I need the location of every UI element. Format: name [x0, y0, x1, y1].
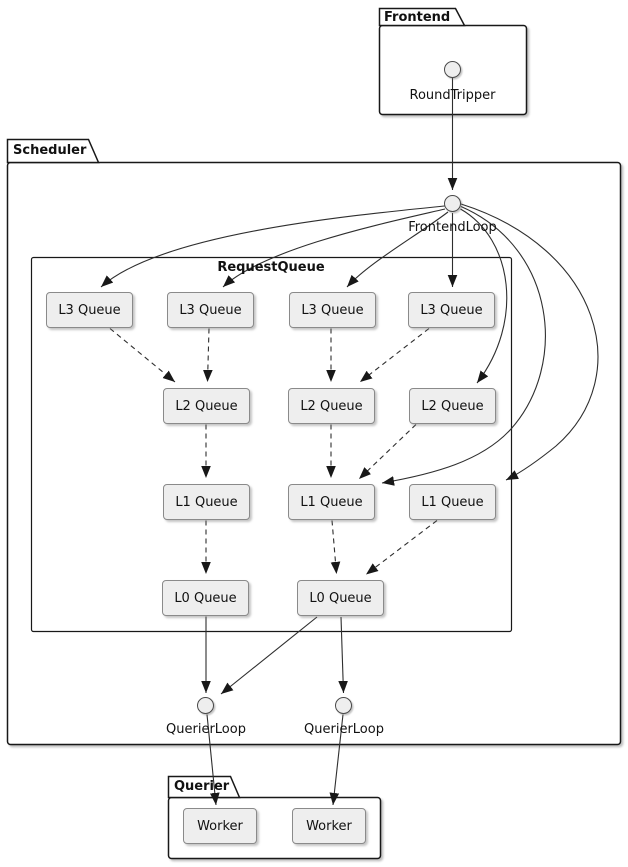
edge-l1-queue-3-to-l0-queue-2: [365, 520, 438, 575]
worker-2-node: Worker: [292, 808, 366, 844]
l2-queue-3-node: L2 Queue: [409, 388, 496, 424]
l1-queue-3-node: L1 Queue: [409, 484, 496, 520]
edge-l2-queue-3-to-l1-queue-2: [358, 424, 417, 480]
querierloop-1-circle-icon: [197, 697, 214, 714]
l3-queue-1-node: L3 Queue: [46, 292, 133, 328]
l2-queue-2-node: L2 Queue: [288, 388, 375, 424]
querierloop-2-label: QuerierLoop: [304, 722, 384, 737]
edge-frontendloop-to-l3-queue-3: [346, 211, 449, 288]
l2-queue-1-node: L2 Queue: [163, 388, 250, 424]
frontend-package-tab: [378, 7, 466, 27]
edge-l0-queue-2-to-querierloop-2: [338, 616, 348, 694]
querierloop-2-circle-icon: [335, 697, 352, 714]
edge-frontendloop-to-l1-queue-3: [460, 203, 599, 481]
request-queue-container-outline: [30, 256, 513, 633]
scheduler-package-tab: [6, 138, 100, 164]
l1-queue-1-node: L1 Queue: [163, 484, 250, 520]
edge-querierloop-2-to-worker-2: [329, 714, 344, 806]
edge-querierloop-1-to-worker-1: [206, 714, 220, 806]
l0-queue-2-node: L0 Queue: [297, 580, 384, 616]
edge-frontendloop-to-l2-queue-3: [460, 208, 508, 384]
querierloop-1-label: QuerierLoop: [166, 722, 246, 737]
worker-1-node: Worker: [183, 808, 257, 844]
edge-frontendloop-to-l1-queue-2: [381, 205, 546, 486]
roundtripper-label: RoundTripper: [409, 88, 496, 103]
frontend-package-title: Frontend: [384, 10, 451, 25]
frontendloop-label: FrontendLoop: [408, 220, 497, 235]
l1-queue-2-node: L1 Queue: [288, 484, 375, 520]
edge-l3-queue-4-to-l2-queue-2: [359, 328, 430, 383]
edge-frontendloop-to-l3-queue-1: [100, 205, 445, 288]
l3-queue-2-node: L3 Queue: [167, 292, 254, 328]
scheduler-package-title: Scheduler: [13, 143, 87, 158]
querier-package-title: Querier: [174, 779, 230, 794]
roundtripper-circle-icon: [444, 61, 461, 78]
edge-frontendloop-to-l3-queue-2: [222, 208, 446, 288]
frontendloop-circle-icon: [444, 195, 461, 212]
l3-queue-4-node: L3 Queue: [408, 292, 495, 328]
request-queue-title: RequestQueue: [217, 260, 325, 275]
l0-queue-1-node: L0 Queue: [162, 580, 249, 616]
edge-l0-queue-2-to-querierloop-1: [220, 616, 318, 695]
l3-queue-3-node: L3 Queue: [289, 292, 376, 328]
